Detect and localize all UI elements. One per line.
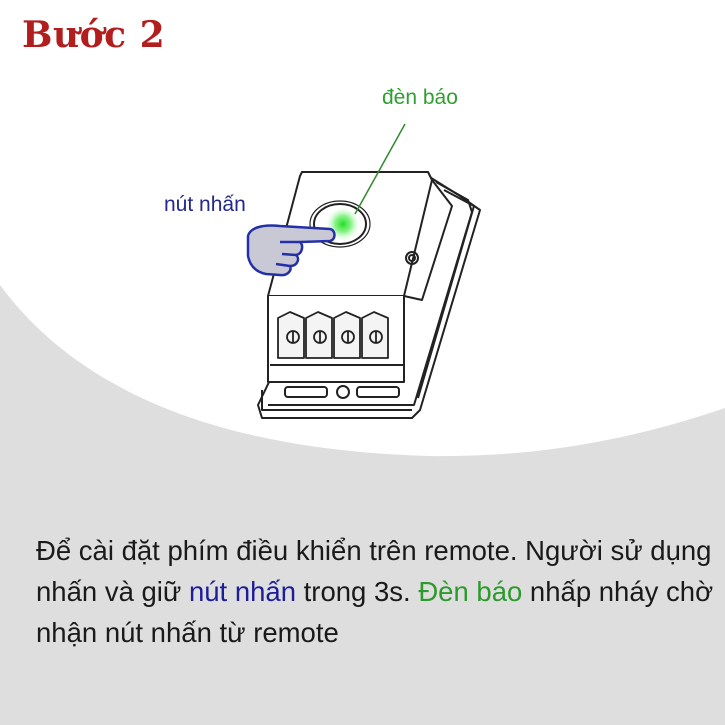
instruction-part-2: trong 3s. (296, 576, 419, 607)
indicator-light-label: đèn báo (382, 86, 458, 109)
step-title: Bước 2 (22, 14, 166, 56)
instruction-text: Để cài đặt phím điều khiển trên remote. … (36, 530, 716, 653)
push-button-label: nút nhấn (164, 193, 246, 216)
instruction-part-1: Để cài đặt phím điều khiển trên remote. … (36, 535, 712, 607)
push-button-highlight: nút nhấn (188, 576, 297, 607)
instruction-part-3: nhấp nháy chờ nhận nút nhấn từ remote (36, 576, 714, 648)
indicator-light-highlight: Đèn báo (418, 576, 523, 607)
